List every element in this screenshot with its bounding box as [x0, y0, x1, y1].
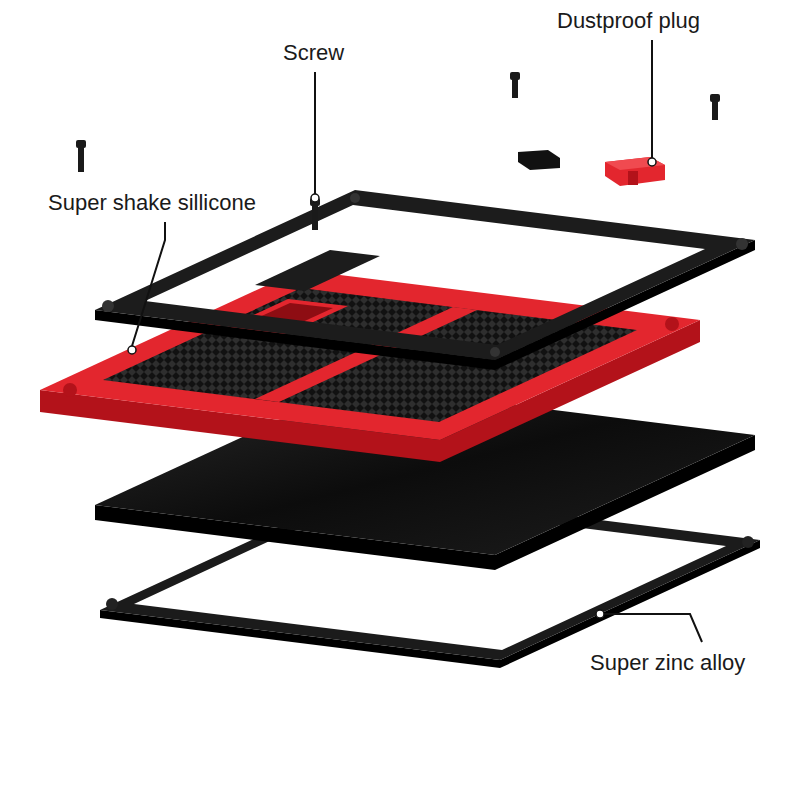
part-label: Dustproof plug — [557, 8, 700, 34]
dustproof-plug — [518, 150, 665, 186]
leader-lines — [132, 40, 702, 642]
part-label: Super zinc alloy — [590, 650, 745, 676]
part-label: Super shake sillicone — [48, 190, 256, 216]
leader-dots — [128, 158, 656, 618]
top-frame — [95, 190, 755, 370]
part-label: Screw — [283, 40, 344, 66]
